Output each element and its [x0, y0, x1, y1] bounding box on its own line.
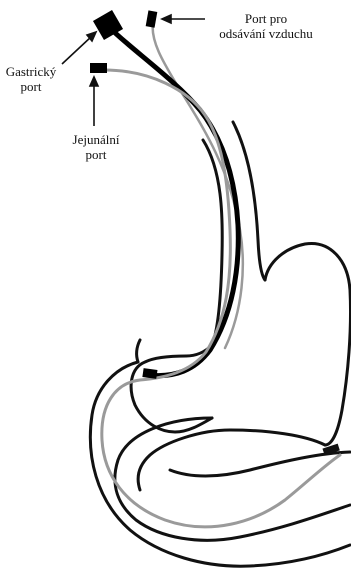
gastric-port-label-line2: port — [0, 79, 62, 94]
air-port-label-line2: odsávání vzduchu — [196, 26, 336, 41]
gastric-tube-tip — [142, 368, 157, 379]
jejunal-port-label-line2: port — [58, 147, 134, 162]
jejunal-port-arrow-head — [90, 77, 98, 86]
esophagus-left-wall — [203, 140, 222, 345]
arrow-icon — [62, 15, 205, 126]
duodenum-lower-wall — [170, 452, 350, 476]
gastric-port-arrow-line — [62, 36, 92, 64]
pylorus-notch — [137, 340, 140, 362]
air-port-arrow-head — [162, 15, 171, 23]
gastric-port-label: Gastrický port — [0, 64, 62, 94]
air-port-connector — [146, 10, 158, 27]
outer-envelope — [90, 362, 350, 566]
air-port-label: Port pro odsávání vzduchu — [196, 11, 336, 41]
antrum-inner-wall — [115, 418, 350, 540]
jejunal-port-connector — [90, 63, 107, 73]
air-port-label-line1: Port pro — [196, 11, 336, 26]
jejunal-port-label-line1: Jejunální — [58, 132, 134, 147]
stomach-greater-curvature — [265, 243, 351, 445]
gastric-port-label-line1: Gastrický — [0, 64, 62, 79]
jejunal-port-label: Jejunální port — [58, 132, 134, 162]
